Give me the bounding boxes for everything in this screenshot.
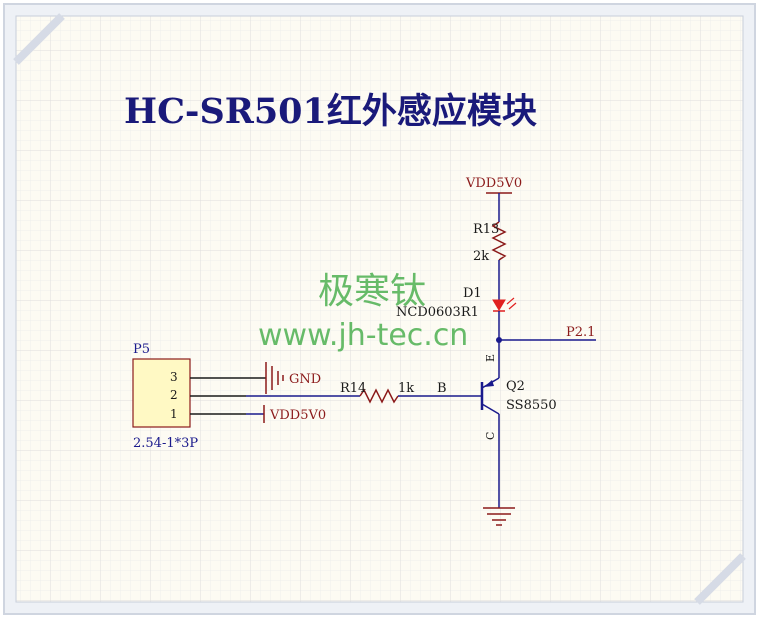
d1-designator: D1 bbox=[463, 286, 482, 301]
watermark-cn: 极寒钛 bbox=[318, 271, 426, 312]
r13-value: 2k bbox=[473, 249, 489, 264]
connector-pin-1: 1 bbox=[170, 407, 178, 421]
connector-designator: P5 bbox=[133, 342, 150, 357]
resistor-r13 bbox=[491, 221, 507, 261]
q2-pin-c: C bbox=[484, 432, 497, 440]
gnd-net-label: GND bbox=[289, 372, 321, 387]
q2-designator: Q2 bbox=[506, 379, 525, 394]
corner-fold-br bbox=[694, 553, 746, 605]
r13-designator: R13 bbox=[473, 222, 499, 237]
q2-pin-e: E bbox=[484, 354, 497, 362]
r14-designator: R14 bbox=[340, 381, 366, 396]
connector-footprint: 2.54-1*3P bbox=[133, 436, 198, 451]
resistor-r14 bbox=[359, 388, 399, 404]
corner-fold-tl bbox=[13, 13, 65, 65]
gnd-symbol-bottom bbox=[483, 507, 515, 526]
led-d1 bbox=[492, 297, 517, 312]
q2-part: SS8550 bbox=[506, 398, 557, 413]
gnd-symbol-left bbox=[265, 362, 284, 394]
connector-pin-2: 2 bbox=[170, 388, 178, 402]
page-title: HC-SR501红外感应模块 bbox=[124, 91, 537, 132]
connector-p5: P5 3 2 1 2.54-1*3P bbox=[132, 342, 198, 451]
transistor-q2 bbox=[480, 377, 500, 415]
d1-part: NCD0603R1 bbox=[396, 305, 479, 320]
q2-pin-b: B bbox=[437, 381, 447, 396]
r14-value: 1k bbox=[398, 381, 414, 396]
connector-pin-3: 3 bbox=[170, 370, 178, 384]
output-net-label: P2.1 bbox=[566, 325, 595, 340]
connector-body bbox=[132, 358, 191, 428]
vdd-left-net-label: VDD5V0 bbox=[269, 408, 326, 423]
vdd-top-net-label: VDD5V0 bbox=[465, 176, 522, 191]
watermark-url: www.jh-tec.cn bbox=[258, 318, 468, 353]
sheet-grid bbox=[16, 16, 743, 602]
